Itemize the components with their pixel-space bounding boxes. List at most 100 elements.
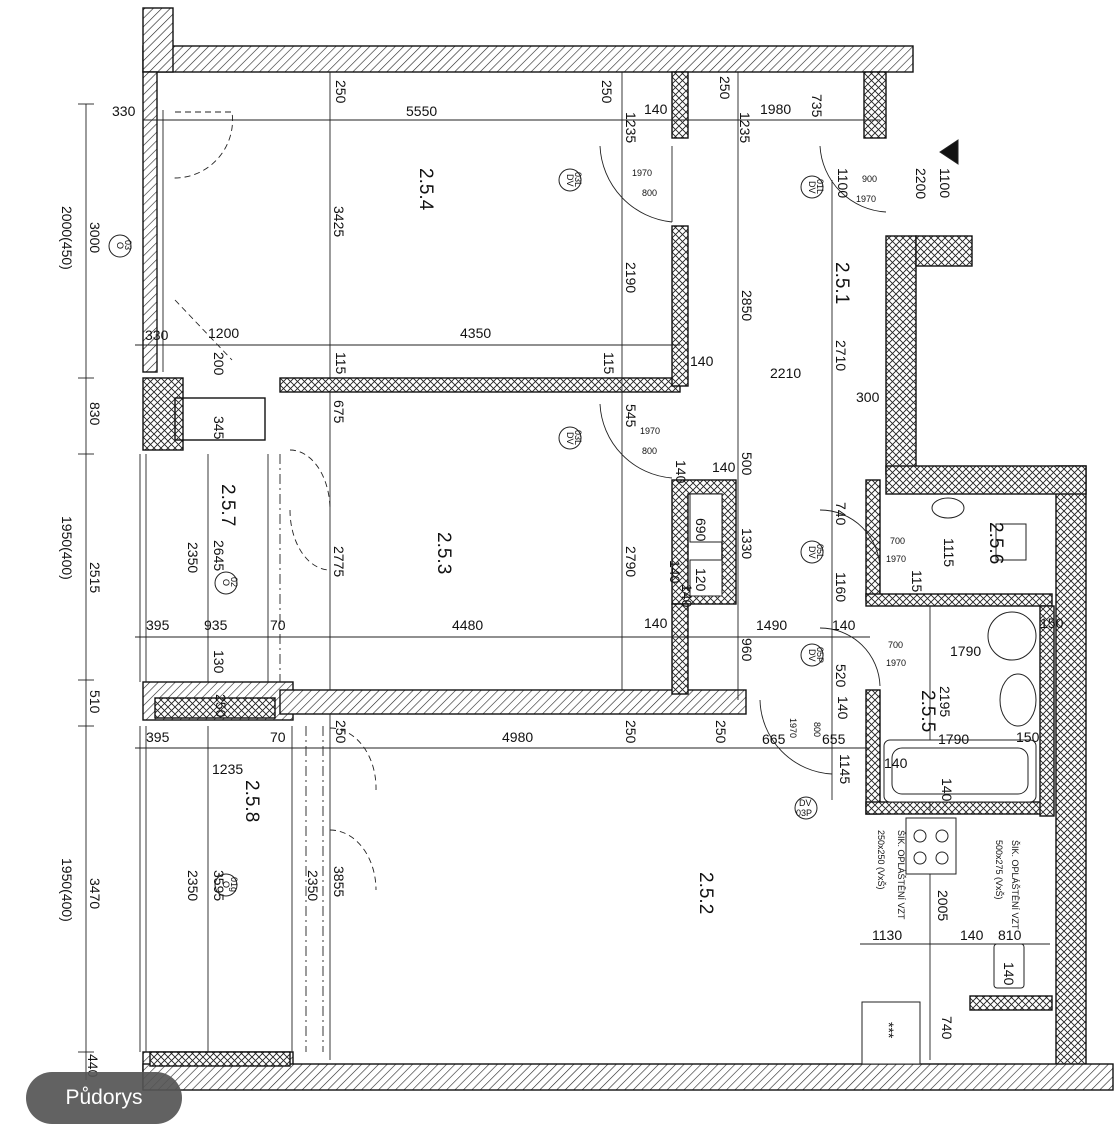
dimension: 1330 <box>739 528 755 559</box>
tag-code: O <box>221 881 231 888</box>
dimension: 2645 <box>211 540 227 571</box>
dimension: 330 <box>145 327 169 343</box>
dimension: 70 <box>270 617 286 633</box>
dimension: 300 <box>856 389 880 405</box>
dimension: 545 <box>623 404 639 428</box>
dimension: 1790 <box>938 731 969 747</box>
room-labels: 2.5.4 2.5.1 2.5.3 2.5.7 2.5.6 2.5.5 2.5.… <box>217 168 1006 914</box>
tag-sub: 02 <box>229 577 239 587</box>
dimension: 735 <box>809 94 825 118</box>
tag-code: DV <box>565 432 575 445</box>
tag-marker <box>214 873 238 897</box>
dimension: 690 <box>693 518 709 542</box>
dimension: 1200 <box>208 325 239 341</box>
dimension: 960 <box>739 638 755 662</box>
dimension: 140 <box>832 617 856 633</box>
view-label-badge[interactable]: Půdorys <box>26 1072 182 1124</box>
dimension: 1115 <box>941 538 957 567</box>
dimension: 2350 <box>185 870 201 901</box>
dimension-lines <box>78 72 1050 1080</box>
dimension: 1950(400) <box>59 858 75 922</box>
dimension: 1950(400) <box>59 516 75 580</box>
dimension: 140 <box>960 927 984 943</box>
tag-labels: DV 03L DV 01L O 03 DV 03L DV 05L O 02 DV… <box>115 172 825 892</box>
dimension: 1100 <box>937 168 953 198</box>
dimension: 1145 <box>837 754 853 784</box>
dimension: 810 <box>998 927 1022 943</box>
dimension: 250 <box>599 80 615 104</box>
dimension: 345 <box>211 416 227 440</box>
tag-marker <box>558 168 582 192</box>
dimension: 700 <box>890 536 905 546</box>
room-label: 2.5.8 <box>241 780 262 822</box>
tag-sub: 01g <box>229 877 239 892</box>
dimension: 440 <box>85 1054 101 1078</box>
tag-markers <box>108 168 824 897</box>
dimension: 700 <box>888 640 903 650</box>
dimension: 2200 <box>913 168 929 199</box>
dimension: 2005 <box>935 890 951 921</box>
dimension: 1790 <box>950 643 981 659</box>
dimension: 2195 <box>937 686 953 717</box>
dimension: 1130 <box>872 927 902 943</box>
shaft-note: ŠIK. OPLÁŠTĚNÍ VZT <box>1010 840 1020 930</box>
tag-marker <box>214 571 238 595</box>
dimension: 800 <box>642 446 657 456</box>
dimension: 1970 <box>640 426 660 436</box>
shaft-note-size: 500x275 (VxŠ) <box>994 840 1004 900</box>
dimension: 800 <box>812 722 822 737</box>
dimension: 250 <box>713 720 729 744</box>
dimension: 120 <box>693 568 709 592</box>
room-label: 2.5.6 <box>985 522 1006 564</box>
dimension: 5550 <box>406 103 437 119</box>
dimension: 3000 <box>87 222 103 253</box>
tag-marker <box>800 643 824 667</box>
dimension: 1235 <box>737 112 753 143</box>
dimension: 2350 <box>185 542 201 573</box>
tag-sub: 05L <box>815 544 825 559</box>
dimension: 200 <box>211 352 227 376</box>
dimension: 800 <box>642 188 657 198</box>
dimension: 2850 <box>739 290 755 321</box>
dimension: 2790 <box>623 546 639 577</box>
dimension: 4350 <box>460 325 491 341</box>
dimension: 510 <box>87 690 103 714</box>
tag-code: DV <box>807 649 817 662</box>
dimension: 2775 <box>331 546 347 577</box>
tag-code: O <box>115 242 125 249</box>
tag-code: O <box>221 579 231 586</box>
dimension: 2000(450) <box>59 206 75 270</box>
dimension: 395 <box>146 729 170 745</box>
dimension: 130 <box>211 650 227 674</box>
tag-code: DV <box>799 798 812 808</box>
sink-icon <box>999 673 1037 727</box>
dimension: 3470 <box>87 878 103 909</box>
dimension: 830 <box>87 402 103 426</box>
tag-marker <box>558 426 582 450</box>
dimension: 2515 <box>87 562 103 593</box>
dimension: 500 <box>739 452 755 476</box>
dimension: 1980 <box>760 101 791 117</box>
dimension: 900 <box>862 174 877 184</box>
doors <box>173 111 887 891</box>
dimension: 3595 <box>211 870 227 901</box>
dimension: 1970 <box>788 718 798 738</box>
dimension: 140 <box>1001 962 1017 986</box>
tag-sub: 03L <box>573 172 583 187</box>
dimension: 1235 <box>212 761 243 777</box>
tag-code: DV <box>807 546 817 559</box>
dimension-texts: 330 250 5550 250 140 250 1980 735 1235 1… <box>59 76 1064 1078</box>
dimension: 140 <box>679 584 695 608</box>
tag-code: DV <box>565 174 575 187</box>
dimension: 395 <box>146 617 170 633</box>
tag-marker <box>108 234 132 258</box>
dimension: 140 <box>884 755 908 771</box>
dimension: 140 <box>712 459 736 475</box>
dimension: 3425 <box>331 206 347 237</box>
dimension: 1970 <box>632 168 652 178</box>
dimension: 150 <box>1040 615 1064 631</box>
dimension: 140 <box>644 615 668 631</box>
tag-sub: 03 <box>123 240 133 250</box>
dimension: 250 <box>333 720 349 744</box>
